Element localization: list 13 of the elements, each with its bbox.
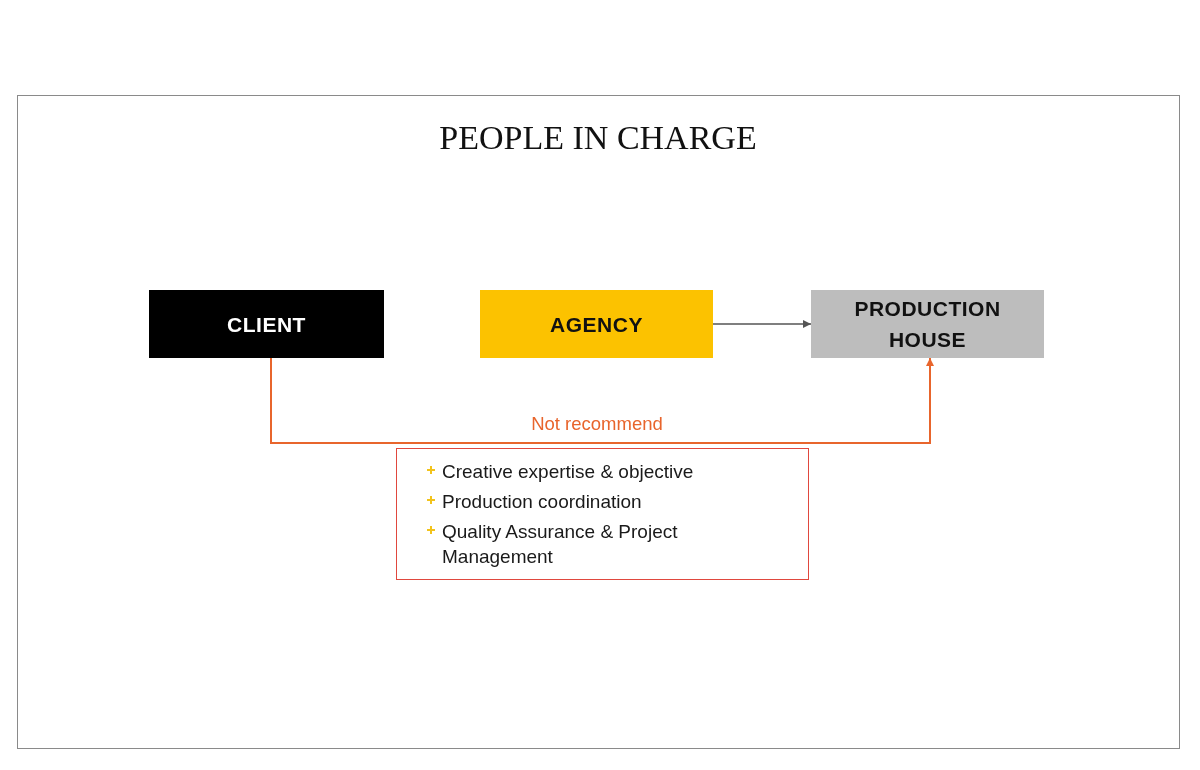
- box-label: CLIENT: [227, 311, 306, 338]
- connector-arrow: [712, 320, 812, 328]
- agency-box: [480, 290, 713, 358]
- bullet-text: Production coordination: [442, 490, 642, 514]
- bullet-text: Quality Assurance & Project Management: [442, 520, 679, 569]
- diagram-title: PEOPLE IN CHARGE: [438, 118, 758, 158]
- client-box: [149, 290, 384, 358]
- production-box: [811, 290, 1044, 358]
- connector-arrow: [270, 357, 934, 444]
- box-label: AGENCY: [550, 311, 643, 338]
- bullet-text: Creative expertise & objective: [442, 460, 694, 484]
- box-label: PRODUCTION HOUSE: [853, 296, 1002, 353]
- note-box: [396, 448, 809, 580]
